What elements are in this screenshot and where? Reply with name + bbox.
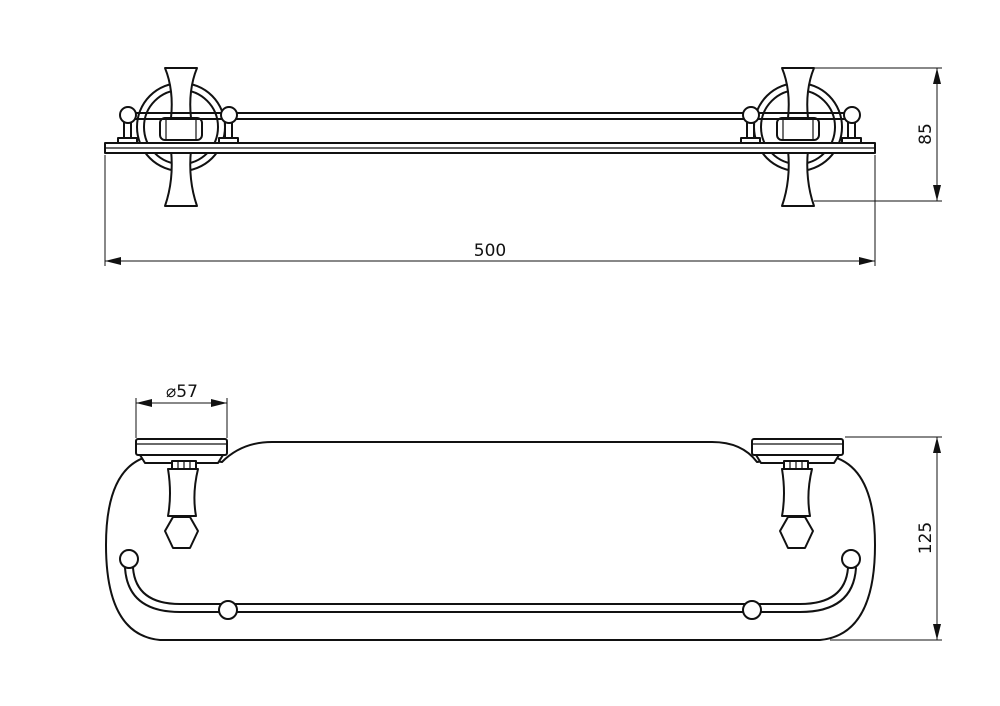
flange-diameter-dimension: ⌀57 (135, 382, 228, 438)
flange-diameter-label: 57 (176, 382, 198, 402)
left-bracket-top (164, 460, 199, 549)
rail-posts (117, 120, 862, 144)
length-dimension: 500 (104, 155, 876, 266)
length-dimension-label: 500 (474, 241, 506, 261)
left-bracket-arm-lower (164, 149, 198, 207)
diameter-symbol: ⌀ (166, 382, 176, 402)
right-bracket-arm (781, 67, 815, 119)
front-view (104, 67, 876, 207)
left-flange-top (135, 438, 228, 464)
glass-shelf-top (105, 441, 876, 641)
depth-dimension: 125 (830, 436, 942, 641)
top-view (105, 438, 876, 641)
top-rail-balls (119, 549, 861, 620)
svg-text:⌀57: ⌀57 (166, 382, 198, 402)
rail-finial-balls (119, 106, 861, 124)
height-dimension-label: 85 (916, 123, 936, 145)
left-bracket-arm (164, 67, 198, 119)
right-flange-top (751, 438, 844, 464)
right-bracket-arm-lower (781, 149, 815, 207)
gallery-rail (127, 112, 853, 120)
depth-dimension-label: 125 (916, 522, 936, 554)
right-bracket-top (779, 460, 814, 549)
height-dimension: 85 (814, 67, 942, 202)
top-gallery-rail (124, 567, 857, 613)
